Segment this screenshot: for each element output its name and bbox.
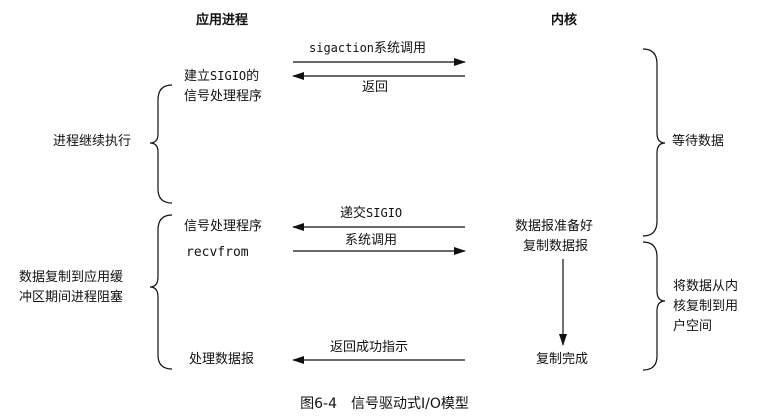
process-datagram-label: 处理数据报: [189, 352, 255, 367]
establish-sigio-code: SIGIO: [210, 69, 247, 83]
figure-caption: 图6-4 信号驱动式I/O模型: [300, 396, 469, 412]
wait-for-data-label: 等待数据: [672, 134, 725, 149]
establish-handler-label-line2: 信号处理程序: [184, 89, 263, 104]
blocked-brace: [149, 214, 173, 370]
establish-prefix: 建立: [184, 69, 211, 84]
copy-datagram-label: 复制数据报: [523, 239, 589, 254]
syscall-label: 系统调用: [345, 233, 398, 248]
establish-handler-label: 建立SIGIO的: [184, 68, 259, 85]
deliver-sigio-code: SIGIO: [366, 206, 403, 220]
continue-brace: [149, 84, 173, 204]
wait-brace: [642, 48, 666, 237]
kernel-header: 内核: [551, 13, 578, 28]
deliver-text: 递交: [340, 206, 367, 221]
process-blocked-label-line2: 冲区期间进程阻塞: [19, 290, 124, 305]
copy-to-user-label-line3: 户空间: [673, 319, 713, 334]
copy-to-user-label-line1: 将数据从内: [673, 279, 739, 294]
copy-to-user-label-line2: 核复制到用: [673, 299, 739, 314]
sigaction-text: 系统调用: [374, 41, 427, 56]
signal-handler-label: 信号处理程序: [184, 219, 263, 234]
datagram-ready-label: 数据报准备好: [515, 219, 594, 234]
deliver-sigio-label: 递交SIGIO: [340, 205, 402, 222]
sigaction-code: sigaction: [309, 41, 375, 55]
sigaction-syscall-label: sigaction系统调用: [309, 40, 426, 57]
process-blocked-label-line1: 数据复制到应用缓: [19, 270, 124, 285]
copy-brace: [642, 241, 666, 371]
recvfrom-label: recvfrom: [186, 245, 249, 260]
process-continues-label: 进程继续执行: [53, 134, 132, 149]
establish-suffix: 的: [246, 69, 260, 84]
return-success-label: 返回成功指示: [330, 340, 409, 355]
copy-complete-label: 复制完成: [536, 352, 589, 367]
return-label: 返回: [362, 80, 389, 95]
app-process-header: 应用进程: [196, 13, 249, 28]
